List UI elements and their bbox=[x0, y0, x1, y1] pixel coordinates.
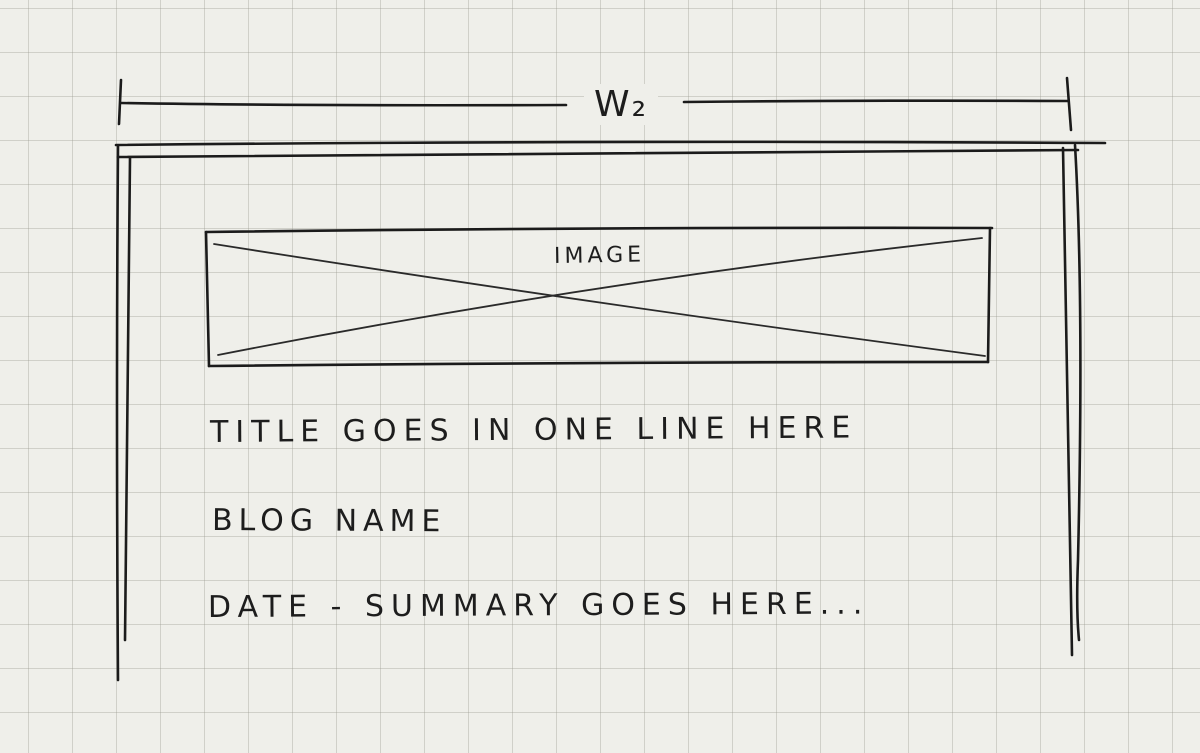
image-box-diagonal-2 bbox=[217, 237, 983, 356]
card-top-edge-inner bbox=[116, 148, 1080, 159]
card-left-edge-inner bbox=[123, 156, 132, 642]
image-placeholder-label: IMAGE bbox=[553, 242, 646, 269]
image-placeholder-box bbox=[204, 226, 994, 368]
dimension-tick-left bbox=[117, 78, 123, 126]
dimension-line-left bbox=[119, 101, 568, 107]
card-left-edge-outer bbox=[115, 144, 120, 682]
width-label: W₂ bbox=[584, 84, 659, 125]
image-box-diagonal-1 bbox=[213, 243, 986, 357]
image-box-right bbox=[986, 226, 992, 364]
date-summary-text: DATE - SUMMARY GOES HERE... bbox=[207, 586, 870, 625]
title-text: TITLE GOES IN ONE LINE HERE bbox=[209, 410, 858, 450]
blog-name-text: BLOG NAME bbox=[211, 503, 447, 540]
card-right-edge-inner bbox=[1061, 146, 1074, 657]
card-frame bbox=[114, 140, 1107, 682]
dimension-line-right bbox=[682, 99, 1070, 104]
dimension-tick-right bbox=[1065, 76, 1073, 132]
image-box-left bbox=[204, 230, 211, 368]
card-top-edge-outer bbox=[114, 140, 1107, 147]
card-right-edge-outer bbox=[1073, 143, 1082, 642]
image-box-top bbox=[204, 226, 994, 234]
width-dimension-marker bbox=[117, 76, 1073, 132]
image-box-bottom bbox=[207, 360, 990, 368]
